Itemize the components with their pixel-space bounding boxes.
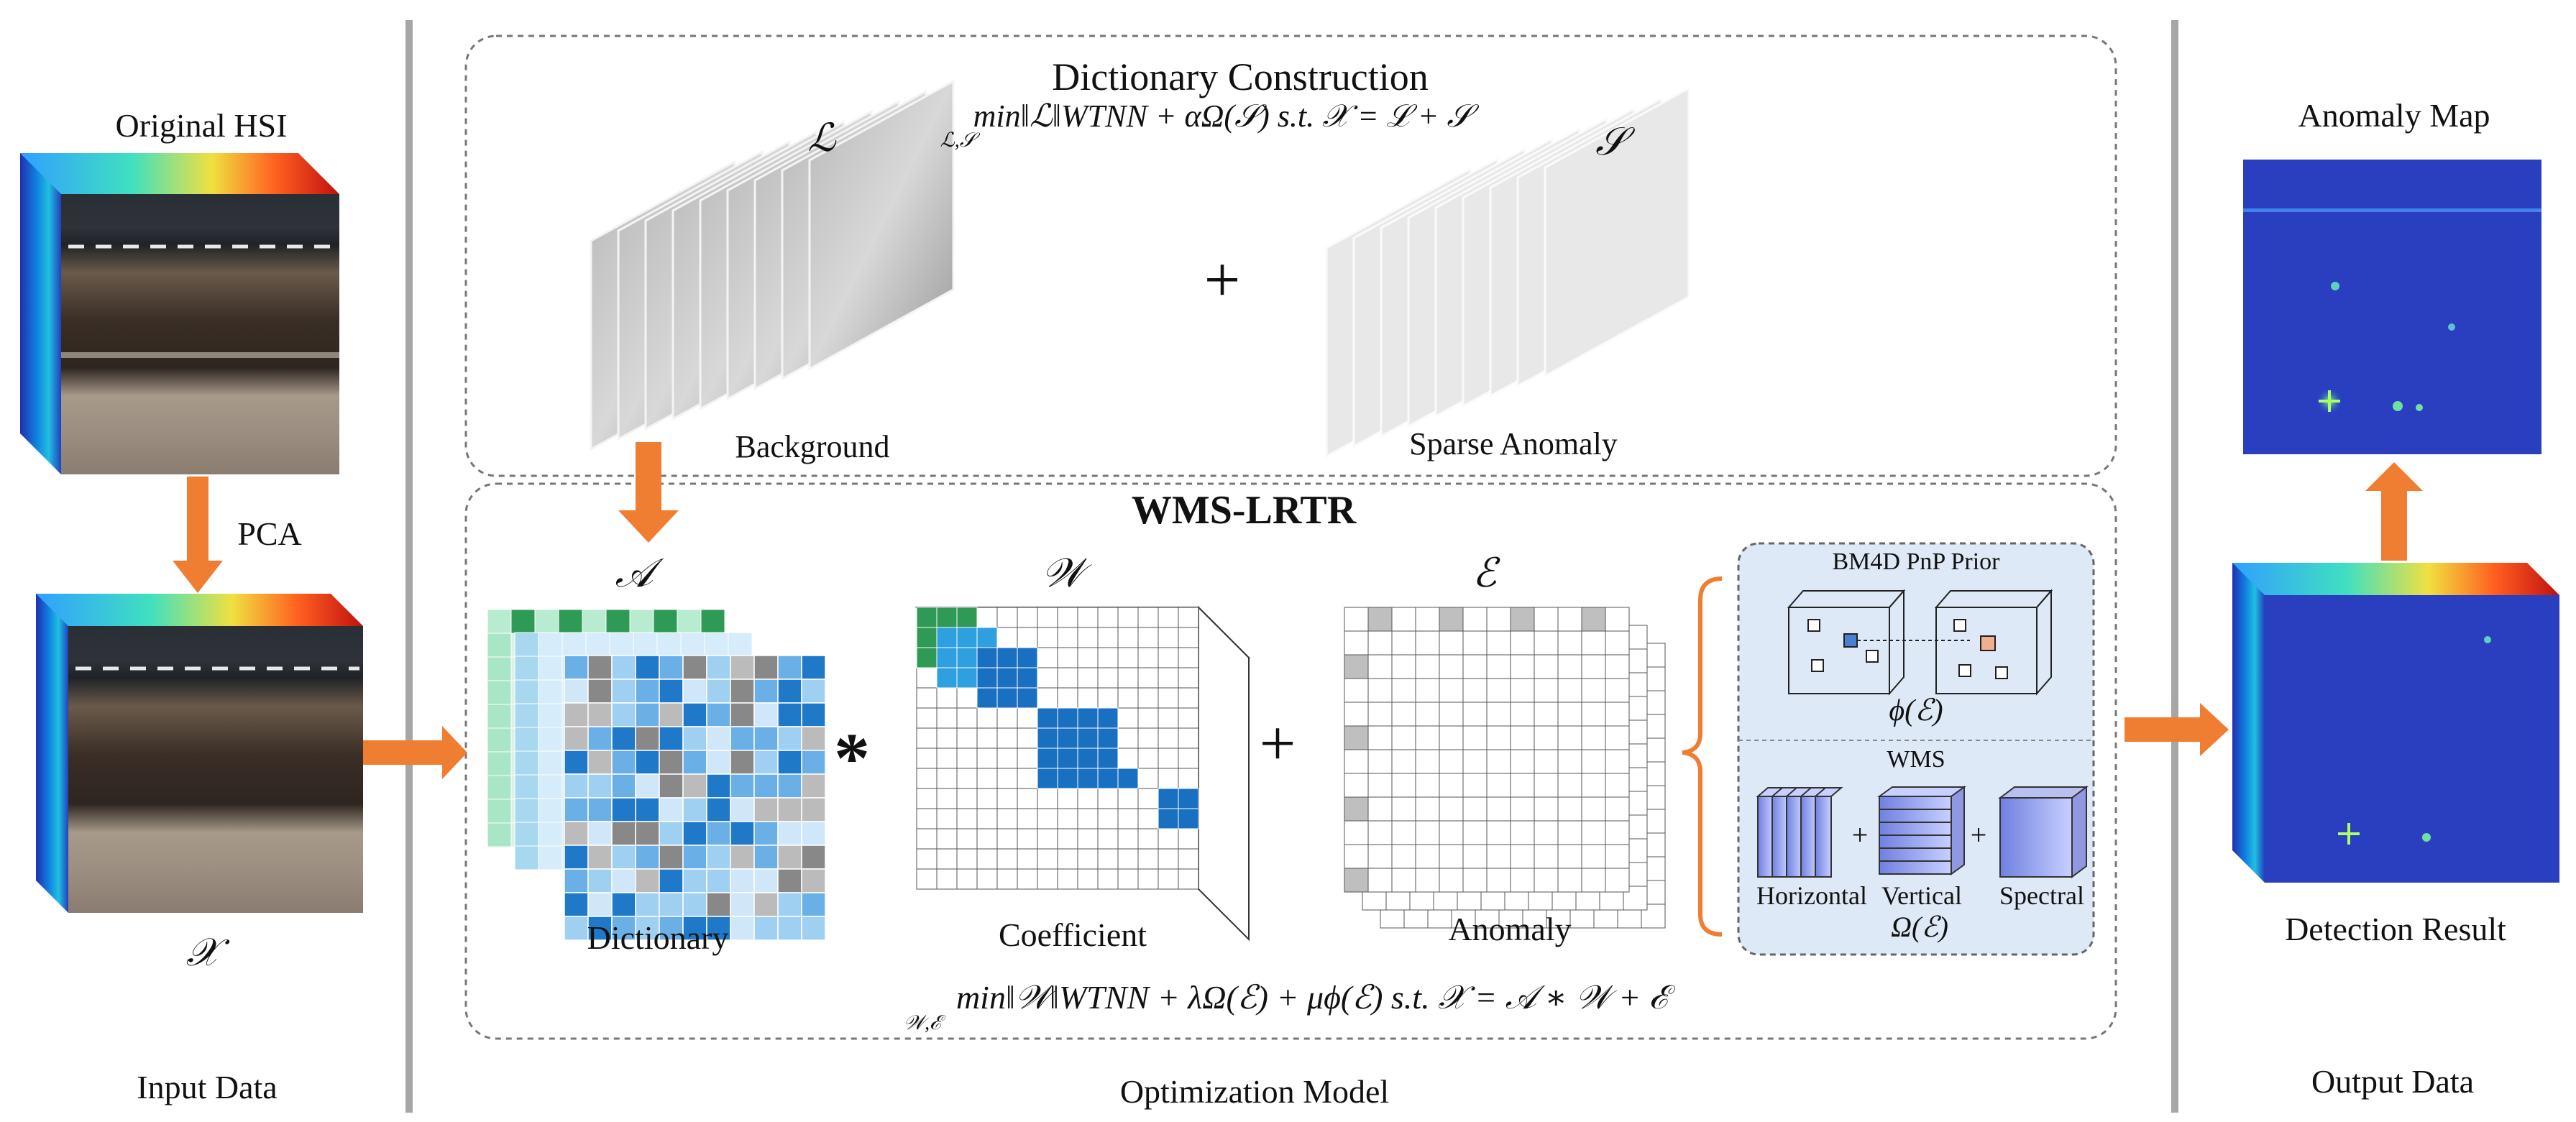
- detection-result-cube: [2232, 563, 2559, 883]
- divider-right: [2171, 20, 2178, 1113]
- anomaly-map-title: Anomaly Map: [2298, 97, 2490, 134]
- dict-construction-box: [464, 35, 2117, 477]
- pca-cube: [36, 594, 363, 913]
- wms-plus-1: +: [1851, 819, 1869, 851]
- wms-vertical-label: Vertical: [1881, 881, 1962, 910]
- output-up-arrow: [2365, 462, 2423, 561]
- wms-spectral-label: Spectral: [1999, 881, 2084, 910]
- original-hsi-cube: [20, 153, 339, 474]
- bm4d-illustration: [1787, 589, 2053, 696]
- wms-plus-2: +: [1970, 819, 1987, 851]
- s-symbol: 𝒮: [1595, 120, 1626, 163]
- section-output-label: Output Data: [2311, 1063, 2475, 1100]
- wms-spectral-icon: [1998, 786, 2089, 878]
- model-to-output-arrow: [2124, 703, 2229, 756]
- anomaly-tensor: [1344, 607, 1666, 929]
- l-symbol: ℒ: [807, 116, 836, 160]
- phi-label: ϕ(ℰ): [1889, 694, 1943, 727]
- coefficient-tensor: [915, 605, 1251, 942]
- original-hsi-title: Original HSI: [115, 107, 288, 144]
- wms-title: WMS: [1887, 746, 1945, 773]
- wms-lrtr-equation: min‖𝒲‖WTNN + λΩ(ℰ) + μϕ(ℰ) s.t. 𝒳 = 𝒜 ∗ …: [955, 979, 1669, 1016]
- divider-left: [405, 20, 413, 1113]
- sparse-anomaly-label: Sparse Anomaly: [1409, 426, 1618, 461]
- pca-label: PCA: [237, 515, 302, 552]
- dict-construction-equation: min‖ℒ‖WTNN + αΩ(𝒮) s.t. 𝒳 = ℒ + 𝒮: [973, 98, 1472, 134]
- wms-plus-sign: +: [1259, 708, 1296, 779]
- background-to-dictionary-arrow: [618, 442, 679, 543]
- anomaly-map-image: [2243, 160, 2541, 454]
- x-symbol: 𝒳: [185, 931, 220, 974]
- section-model-label: Optimization Model: [1119, 1073, 1390, 1110]
- dict-construction-equation-sub: ℒ,𝒮: [940, 129, 976, 152]
- convolution-star: *: [834, 718, 870, 798]
- sparse-slices: [1325, 86, 1690, 459]
- pca-arrow: [173, 477, 223, 593]
- dict-plus-sign: +: [1204, 244, 1241, 316]
- prior-brace: [1682, 576, 1723, 937]
- bm4d-title: BM4D PnP Prior: [1832, 548, 2000, 575]
- input-to-model-arrow: [363, 726, 467, 779]
- wms-vertical-icon: [1876, 786, 1967, 875]
- dictionary-tensor: [487, 609, 826, 941]
- w-symbol: 𝒲: [1041, 551, 1084, 596]
- wms-lrtr-title: WMS-LRTR: [1131, 488, 1357, 533]
- detection-result-label: Detection Result: [2285, 911, 2506, 947]
- coefficient-label: Coefficient: [998, 916, 1147, 953]
- dict-construction-title: Dictionary Construction: [1052, 55, 1429, 98]
- wms-lrtr-equation-sub: 𝒲,ℰ: [903, 1012, 942, 1034]
- background-label: Background: [735, 429, 890, 464]
- omega-label: Ω(ℰ): [1891, 911, 1948, 943]
- section-input-label: Input Data: [137, 1069, 278, 1105]
- a-symbol: 𝒜: [615, 551, 654, 596]
- anomaly-label: Anomaly: [1448, 911, 1572, 947]
- wms-horizontal-label: Horizontal: [1756, 881, 1867, 910]
- dictionary-label: Dictionary: [587, 919, 729, 956]
- e-symbol: ℰ: [1472, 551, 1497, 596]
- background-slices: [590, 79, 955, 451]
- wms-horizontal-icon: [1756, 787, 1843, 878]
